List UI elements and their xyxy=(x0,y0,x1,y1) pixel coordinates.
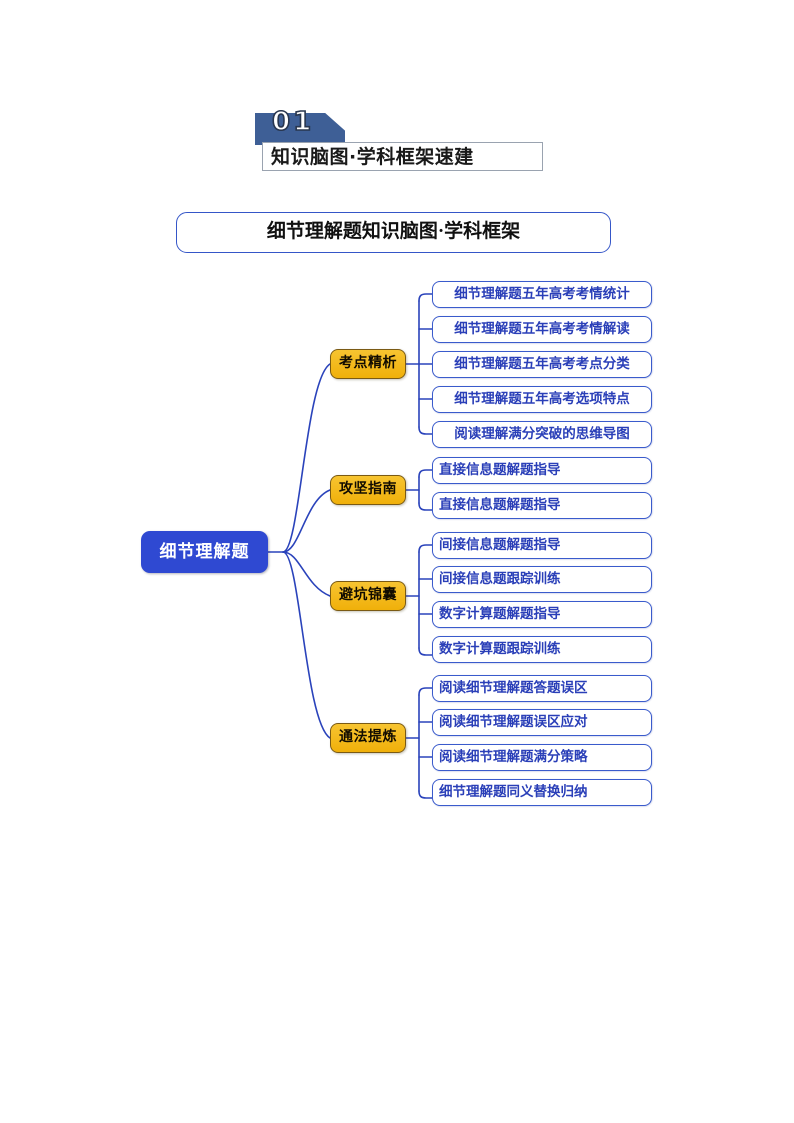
leaf-node-4-1-label: 阅读细节理解题答题误区 xyxy=(439,680,588,695)
connector-branch-4-leaf-1 xyxy=(418,687,433,696)
leaf-node-4-4[interactable]: 细节理解题同义替换归纳 xyxy=(432,779,652,806)
connector-branch-3-leaf-1 xyxy=(418,544,433,553)
branch-node-1-label: 考点精析 xyxy=(339,356,397,371)
connector-branch-1-leaf-1 xyxy=(418,293,433,302)
branch-node-4-label: 通法提炼 xyxy=(339,730,397,745)
mindmap-title-box: 细节理解题知识脑图·学科框架 xyxy=(176,212,611,253)
leaf-node-1-2[interactable]: 细节理解题五年高考考情解读 xyxy=(432,316,652,343)
leaf-node-1-5-label: 阅读理解满分突破的思维导图 xyxy=(454,426,630,441)
header-banner-shape xyxy=(255,113,345,145)
header-title-label: 知识脑图·学科框架速建 xyxy=(271,146,474,168)
branch-node-2-label: 攻坚指南 xyxy=(339,482,397,497)
connector-root-to-branch-3 xyxy=(282,551,331,597)
connector-root-to-branch-4 xyxy=(282,551,331,739)
mindmap-title-label: 细节理解题知识脑图·学科框架 xyxy=(266,221,521,242)
leaf-node-2-1-label: 直接信息题解题指导 xyxy=(439,462,561,477)
connector-branch-1-leaf-5 xyxy=(418,426,433,435)
leaf-node-2-1[interactable]: 直接信息题解题指导 xyxy=(432,457,652,484)
leaf-node-1-4-label: 细节理解题五年高考选项特点 xyxy=(454,391,630,406)
leaf-node-1-3[interactable]: 细节理解题五年高考考点分类 xyxy=(432,351,652,378)
leaf-node-4-1[interactable]: 阅读细节理解题答题误区 xyxy=(432,675,652,702)
leaf-node-4-4-label: 细节理解题同义替换归纳 xyxy=(439,784,588,799)
leaf-node-3-1-label: 间接信息题解题指导 xyxy=(439,537,561,552)
branch-node-4[interactable]: 通法提炼 xyxy=(330,723,406,753)
leaf-node-1-5[interactable]: 阅读理解满分突破的思维导图 xyxy=(432,421,652,448)
connector-branch-4-leaf-4 xyxy=(418,790,433,799)
leaf-node-1-4[interactable]: 细节理解题五年高考选项特点 xyxy=(432,386,652,413)
leaf-node-2-2-label: 直接信息题解题指导 xyxy=(439,497,561,512)
branch-node-3[interactable]: 避坑锦囊 xyxy=(330,581,406,611)
connector-root-to-branch-1 xyxy=(282,363,331,553)
leaf-node-3-2-label: 间接信息题跟踪训练 xyxy=(439,571,561,586)
leaf-node-3-1[interactable]: 间接信息题解题指导 xyxy=(432,532,652,559)
leaf-node-1-1[interactable]: 细节理解题五年高考考情统计 xyxy=(432,281,652,308)
leaf-node-3-3[interactable]: 数字计算题解题指导 xyxy=(432,601,652,628)
leaf-node-4-3-label: 阅读细节理解题满分策略 xyxy=(439,749,588,764)
leaf-node-2-2[interactable]: 直接信息题解题指导 xyxy=(432,492,652,519)
leaf-node-1-3-label: 细节理解题五年高考考点分类 xyxy=(454,356,630,371)
branch-node-3-label: 避坑锦囊 xyxy=(339,588,397,603)
header-section-number: 01 xyxy=(271,106,315,138)
leaf-node-3-3-label: 数字计算题解题指导 xyxy=(439,606,561,621)
connector-branch-3-leaf-4 xyxy=(418,647,433,656)
leaf-node-3-2[interactable]: 间接信息题跟踪训练 xyxy=(432,566,652,593)
connector-branch-2-leaf-1 xyxy=(418,469,433,478)
header-title-box: 知识脑图·学科框架速建 xyxy=(262,142,543,171)
branch-node-2[interactable]: 攻坚指南 xyxy=(330,475,406,505)
connector-root-to-branch-2 xyxy=(282,489,331,553)
connector-branch-2-leaf-2 xyxy=(418,502,433,511)
mindmap-root-label: 细节理解题 xyxy=(159,542,250,561)
mindmap-root-node[interactable]: 细节理解题 xyxy=(141,531,268,573)
leaf-node-3-4[interactable]: 数字计算题跟踪训练 xyxy=(432,636,652,663)
leaf-node-4-2-label: 阅读细节理解题误区应对 xyxy=(439,714,588,729)
section-header: 01 知识脑图·学科框架速建 xyxy=(255,105,555,175)
leaf-node-1-2-label: 细节理解题五年高考考情解读 xyxy=(454,321,630,336)
leaf-node-1-1-label: 细节理解题五年高考考情统计 xyxy=(454,286,630,301)
branch-node-1[interactable]: 考点精析 xyxy=(330,349,406,379)
leaf-node-4-3[interactable]: 阅读细节理解题满分策略 xyxy=(432,744,652,771)
leaf-node-3-4-label: 数字计算题跟踪训练 xyxy=(439,641,561,656)
leaf-node-4-2[interactable]: 阅读细节理解题误区应对 xyxy=(432,709,652,736)
